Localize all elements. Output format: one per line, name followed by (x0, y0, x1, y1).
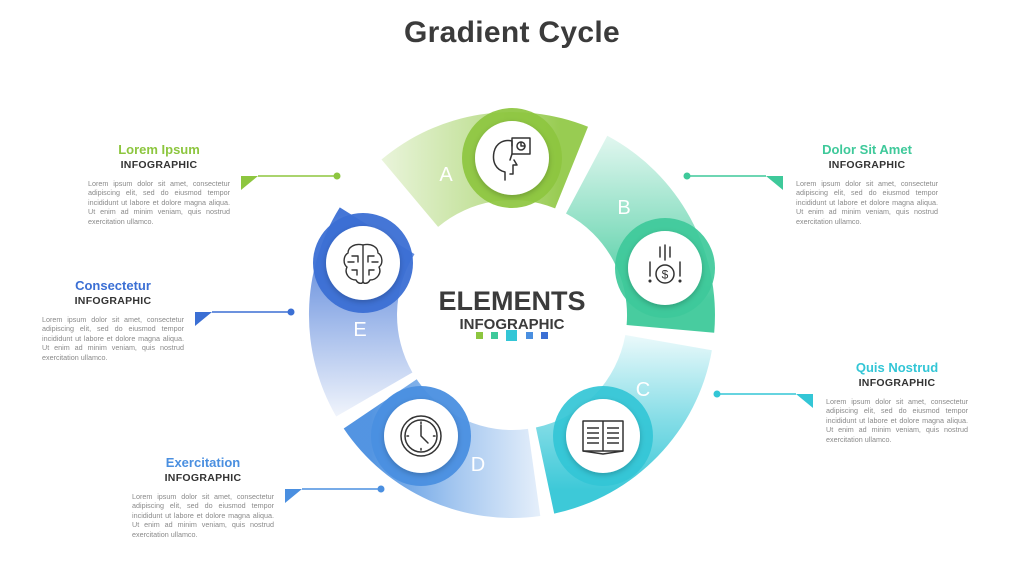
brain-icon (343, 243, 383, 284)
block-dolor-sit-amet: Dolor Sit Amet INFOGRAPHIC Lorem ipsum d… (796, 142, 938, 226)
block-title: Quis Nostrud (855, 360, 939, 375)
svg-text:$: $ (662, 268, 669, 282)
block-text: Lorem ipsum dolor sit amet, consectetur … (796, 179, 938, 226)
connector-e (195, 308, 295, 326)
block-text: Lorem ipsum dolor sit amet, consectetur … (132, 492, 274, 539)
center-dot-5 (541, 332, 548, 339)
center-dot-3 (506, 330, 517, 341)
center-dot-2 (491, 332, 498, 339)
block-title: Dolor Sit Amet (822, 142, 912, 157)
block-subtitle: INFOGRAPHIC (828, 159, 906, 171)
block-text: Lorem ipsum dolor sit amet, consectetur … (826, 397, 968, 444)
center-subtitle: INFOGRAPHIC (460, 316, 565, 333)
center-dot-1 (476, 332, 483, 339)
block-title: Exercitation (165, 455, 241, 470)
block-exercitation: Exercitation INFOGRAPHIC Lorem ipsum dol… (132, 455, 274, 539)
segment-letter-a: A (439, 164, 453, 186)
block-subtitle: INFOGRAPHIC (164, 472, 242, 484)
connector-c (713, 390, 813, 408)
block-quis-nostrud: Quis Nostrud INFOGRAPHIC Lorem ipsum dol… (826, 360, 968, 444)
block-title: Consectetur (75, 278, 151, 293)
dollar-coin-icon: $ (648, 244, 682, 284)
block-title: Lorem Ipsum (118, 142, 200, 157)
connector-d (285, 485, 385, 503)
block-subtitle: INFOGRAPHIC (858, 377, 936, 389)
block-subtitle: INFOGRAPHIC (120, 159, 198, 171)
segment-letter-b: B (617, 197, 630, 219)
page-title: Gradient Cycle (404, 16, 620, 49)
block-text: Lorem ipsum dolor sit amet, consectetur … (88, 179, 230, 226)
block-subtitle: INFOGRAPHIC (74, 295, 152, 307)
segment-letter-e: E (353, 319, 366, 341)
clock-icon (400, 415, 442, 457)
block-lorem-ipsum: Lorem Ipsum INFOGRAPHIC Lorem ipsum dolo… (88, 142, 230, 226)
center-dot-4 (526, 332, 533, 339)
connector-b (683, 172, 783, 190)
head-chart-icon (492, 137, 531, 181)
connector-a (241, 172, 341, 190)
open-book-icon (582, 420, 624, 455)
block-text: Lorem ipsum dolor sit amet, consectetur … (42, 315, 184, 362)
center-title: ELEMENTS (438, 286, 585, 316)
block-consectetur: Consectetur INFOGRAPHIC Lorem ipsum dolo… (42, 278, 184, 362)
segment-letter-c: C (636, 379, 650, 401)
segment-letter-d: D (471, 454, 485, 476)
